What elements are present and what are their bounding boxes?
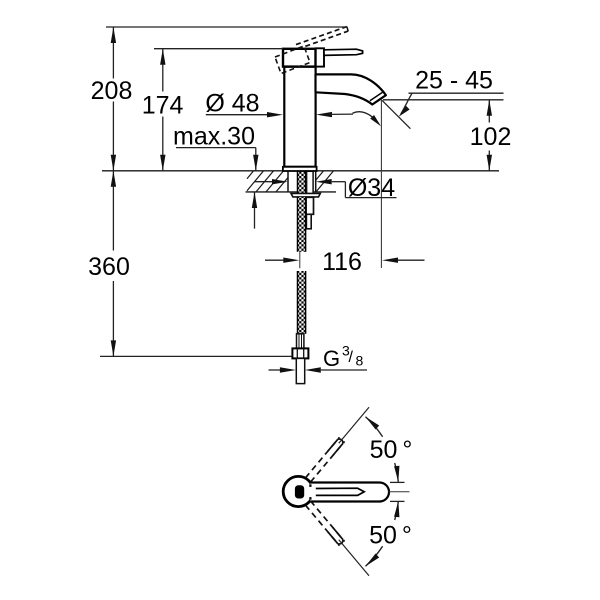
svg-text:/: / xyxy=(349,349,354,366)
svg-text:50 °: 50 ° xyxy=(370,436,413,464)
svg-text:116: 116 xyxy=(322,248,362,276)
svg-text:Ø 48: Ø 48 xyxy=(205,90,259,118)
svg-text:8: 8 xyxy=(356,353,364,369)
svg-text:50 °: 50 ° xyxy=(369,522,412,550)
svg-text:25 - 45: 25 - 45 xyxy=(415,67,493,95)
svg-text:G: G xyxy=(323,346,340,371)
svg-text:max.30: max.30 xyxy=(173,123,255,151)
svg-text:Ø34: Ø34 xyxy=(348,174,395,202)
svg-text:102: 102 xyxy=(470,123,512,151)
svg-text:3: 3 xyxy=(342,343,350,359)
svg-text:174: 174 xyxy=(142,92,184,120)
svg-text:360: 360 xyxy=(88,253,130,281)
svg-text:208: 208 xyxy=(91,77,133,105)
